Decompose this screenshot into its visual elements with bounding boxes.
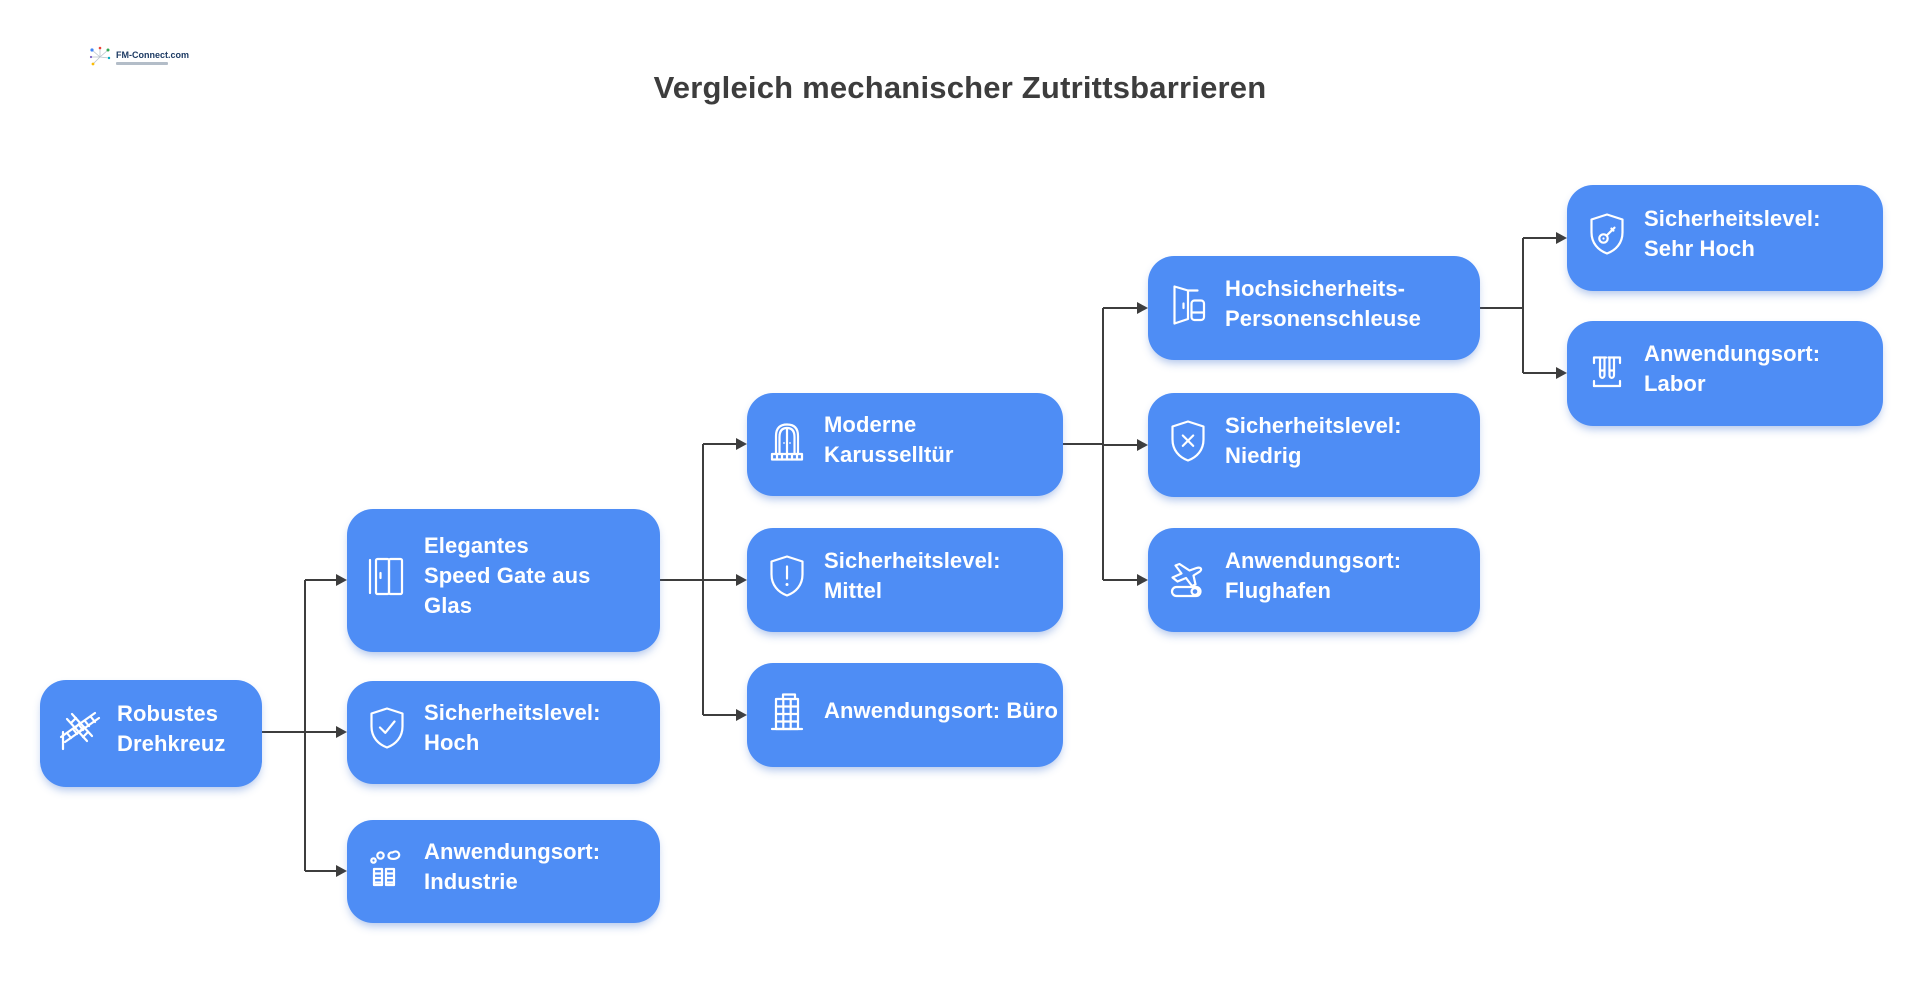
shield-key-icon (1583, 210, 1631, 258)
node-anwendungsort-buero: Anwendungsort: Büro (747, 663, 1063, 767)
node-label: Sicherheitslevel: Hoch (424, 700, 601, 755)
shield-x-icon (1164, 417, 1212, 465)
factory-icon (363, 843, 411, 891)
node-anwendungsort-industrie: Anwendungsort: Industrie (347, 820, 660, 923)
node-label: Anwendungsort: Büro (824, 697, 1059, 723)
shield-exclamation-icon (763, 552, 811, 600)
speed-gate-icon (363, 552, 411, 600)
node-anwendungsort-labor: Anwendungsort: Labor (1567, 321, 1883, 426)
test-tubes-icon (1583, 345, 1631, 393)
node-robustes-drehkreuz: Robustes Drehkreuz (40, 680, 262, 787)
shield-check-icon (363, 704, 411, 752)
node-label: Hochsicherheits- Personenschleuse (1225, 275, 1422, 331)
node-label: Sicherheitslevel: Mittel (824, 547, 1001, 603)
node-anwendungsort-flughafen: Anwendungsort: Flughafen (1148, 528, 1480, 632)
node-label: Anwendungsort: Flughafen (1225, 547, 1402, 603)
logo-burst-icon (89, 46, 111, 66)
office-building-icon (763, 687, 811, 735)
airplane-icon (1164, 552, 1212, 600)
node-sicherheitslevel-niedrig: Sicherheitslevel: Niedrig (1148, 393, 1480, 497)
node-label: Sicherheitslevel: Niedrig (1225, 412, 1402, 468)
node-label: Robustes Drehkreuz (117, 701, 226, 756)
logo: FM-Connect.com (88, 45, 189, 69)
revolving-door-icon (763, 416, 811, 464)
node-hochsicherheits-personenschleuse: Hochsicherheits- Personenschleuse (1148, 256, 1480, 360)
node-moderne-karusselltuer: Moderne Karusselltür (747, 393, 1063, 496)
node-sicherheitslevel-hoch: Sicherheitslevel: Hoch (347, 681, 660, 784)
node-speed-gate: Elegantes Speed Gate aus Glas (347, 509, 660, 652)
airlock-door-icon (1164, 280, 1212, 328)
logo-text: FM-Connect.com (116, 49, 189, 60)
logo-tagline (116, 61, 168, 65)
node-label: Moderne Karusselltür (824, 412, 954, 467)
turnstile-icon (56, 705, 104, 753)
node-label: Anwendungsort: Industrie (424, 839, 601, 894)
node-sicherheitslevel-mittel: Sicherheitslevel: Mittel (747, 528, 1063, 632)
node-label: Elegantes Speed Gate aus Glas (424, 533, 591, 618)
node-label: Anwendungsort: Labor (1644, 341, 1821, 396)
node-label: Sicherheitslevel: Sehr Hoch (1644, 205, 1821, 261)
page-title: Vergleich mechanischer Zutrittsbarrieren (653, 70, 1267, 105)
node-sicherheitslevel-sehr-hoch: Sicherheitslevel: Sehr Hoch (1567, 185, 1883, 291)
